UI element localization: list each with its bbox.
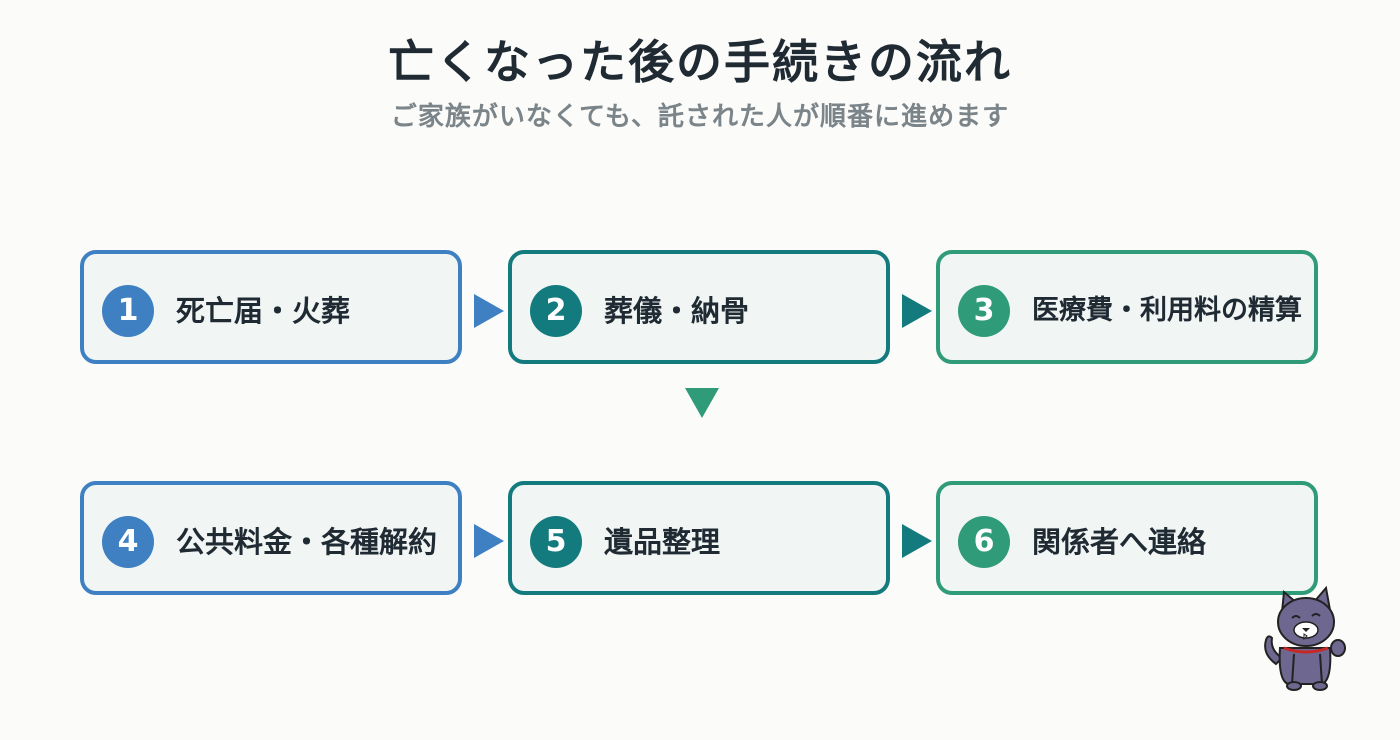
arrow-right-icon — [474, 524, 504, 558]
step-number-badge: 2 — [530, 285, 582, 337]
page-subtitle: ご家族がいなくても、託された人が順番に進めます — [390, 102, 1010, 132]
step-label: 遺品整理 — [604, 525, 721, 559]
step-card-4: 4 公共料金・各種解約 — [80, 481, 462, 595]
arrow-right-icon — [474, 294, 504, 328]
step-number-badge: 1 — [102, 285, 154, 337]
step-number-badge: 4 — [102, 516, 154, 568]
step-card-1: 1 死亡届・火葬 — [80, 250, 462, 364]
step-number-badge: 5 — [530, 516, 582, 568]
step-label: 死亡届・火葬 — [176, 294, 351, 328]
cat-mascot-icon — [1264, 585, 1346, 691]
step-card-3: 3 医療費・利用料の精算 — [936, 250, 1318, 364]
step-number-badge: 3 — [958, 285, 1010, 337]
step-number-badge: 6 — [958, 516, 1010, 568]
step-label: 医療費・利用料の精算 — [1032, 295, 1302, 326]
arrow-right-icon — [902, 524, 932, 558]
page-title: 亡くなった後の手続きの流れ — [388, 35, 1012, 89]
step-card-5: 5 遺品整理 — [508, 481, 890, 595]
step-card-6: 6 関係者へ連絡 — [936, 481, 1318, 595]
step-label: 関係者へ連絡 — [1032, 525, 1207, 559]
step-label: 葬儀・納骨 — [604, 294, 750, 328]
step-card-2: 2 葬儀・納骨 — [508, 250, 890, 364]
arrow-right-icon — [902, 294, 932, 328]
step-label: 公共料金・各種解約 — [176, 525, 438, 559]
arrow-down-icon — [685, 388, 719, 418]
